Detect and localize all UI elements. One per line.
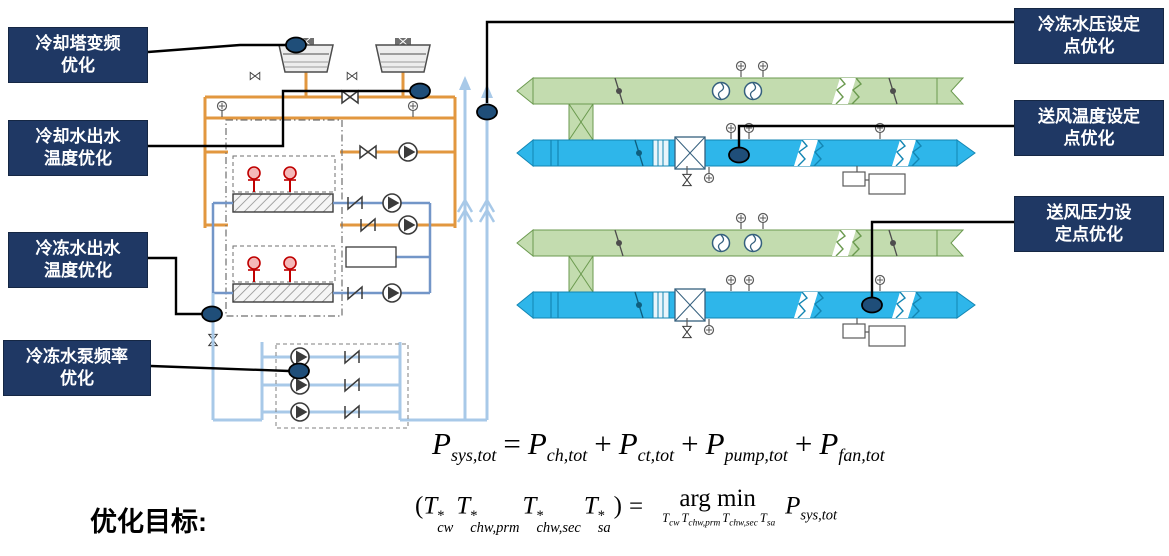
callout-line: 点优化: [1063, 129, 1115, 149]
formula-term: T: [522, 492, 537, 520]
chilled-water-primary-loop: [211, 201, 432, 295]
connector-cooling-tower-vfd: [147, 43, 286, 54]
tower-valve-2: [346, 71, 358, 81]
callout-line: 优化: [60, 369, 94, 389]
callout-line: 冷冻水泵频率: [26, 347, 128, 366]
formula-term: P: [819, 426, 839, 461]
callout-line: 送风温度设定: [1038, 107, 1140, 126]
formula-term: P: [705, 426, 725, 461]
callout-cw-supply-temp: 冷却水出水 温度优化: [8, 120, 148, 177]
refrigerant-valve-1: [247, 166, 261, 193]
connector-chw-pressure-sp: [485, 20, 1014, 103]
refrigerant-valve-2: [283, 166, 297, 193]
callout-line: 定点优化: [1055, 225, 1123, 245]
callout-cooling-tower-vfd: 冷却塔变频 优化: [8, 27, 148, 84]
objective-label: 优化目标:: [90, 507, 207, 537]
tower-valve-1: [249, 71, 261, 81]
formula-term: T: [583, 492, 598, 520]
condenser-sensor-2: [407, 100, 419, 118]
connector-sa-temp-sp: [737, 124, 1014, 147]
chilled-water-secondary-loop: [211, 84, 489, 422]
callout-chw-supply-temp: 冷冻水出水 温度优化: [8, 232, 148, 289]
callout-line: 冷冻水压设定: [1038, 15, 1140, 34]
callout-line: 冷却塔变频: [35, 34, 121, 53]
formula-term: T: [423, 492, 438, 520]
connector-sa-pressure-sp: [870, 220, 1014, 297]
chiller-section: [225, 119, 343, 317]
formula-term: P: [785, 492, 801, 520]
callout-chw-pressure-sp: 冷冻水压设定 点优化: [1014, 8, 1164, 65]
condenser-water-loop: [203, 72, 457, 228]
callout-connector-lines: [147, 20, 1014, 373]
callout-line: 温度优化: [44, 149, 112, 169]
callout-line: 优化: [61, 56, 95, 76]
refrigerant-valve-4: [283, 256, 297, 283]
condenser-valve-1: [359, 145, 377, 159]
formula-term: T: [456, 492, 471, 520]
callout-sa-temp-sp: 送风温度设定 点优化: [1014, 100, 1164, 157]
marker-pump-freq: [288, 362, 310, 380]
formula-term: P: [527, 426, 547, 461]
marker-chw-temp: [201, 305, 223, 323]
connector-chw-supply-temp: [148, 256, 202, 316]
callout-line: 温度优化: [44, 261, 112, 281]
refrigerant-valve-3: [247, 256, 261, 283]
connector-chw-pump-freq: [150, 364, 290, 373]
ahu-system-2: [517, 214, 975, 347]
formula-power-total: Psys,tot=Pch,tot+Pct,tot+Ppump,tot+Pfan,…: [432, 426, 885, 466]
marker-cooling-tower: [285, 36, 307, 54]
ahu-system-1: [517, 62, 975, 195]
secondary-pump-group: [275, 343, 409, 429]
condenser-header-valve: [341, 90, 359, 104]
cooling-tower-2: [375, 37, 431, 73]
callout-line: 冷冻水出水: [35, 239, 121, 258]
marker-cw-temp: [409, 82, 431, 100]
formula-term: P: [618, 426, 638, 461]
condenser-sensor-1: [216, 100, 228, 118]
condenser-pump-1: [398, 142, 418, 162]
chiller-1: [232, 193, 334, 213]
buffer-tank: [345, 246, 397, 268]
chilled-water-risers: [456, 76, 496, 223]
condenser-pump-2: [398, 215, 418, 235]
callout-line: 点优化: [1063, 37, 1115, 57]
primary-pump-1: [382, 193, 402, 213]
primary-pump-2: [382, 283, 402, 303]
marker-chw-pressure: [476, 103, 498, 121]
formula-term: P: [432, 426, 451, 461]
optimization-point-markers: [201, 36, 883, 380]
marker-sa-pressure: [861, 296, 883, 314]
callout-line: 冷却水出水: [35, 127, 121, 146]
connector-cw-supply-temp: [148, 89, 410, 148]
callout-sa-pressure-sp: 送风压力设 定点优化: [1014, 196, 1164, 253]
callout-line: 送风压力设: [1046, 203, 1132, 222]
marker-sa-temp: [728, 146, 750, 164]
secondary-pump-3: [290, 402, 310, 422]
callout-chw-pump-freq: 冷冻水泵频率 优化: [3, 340, 151, 397]
chiller-2: [232, 283, 334, 303]
